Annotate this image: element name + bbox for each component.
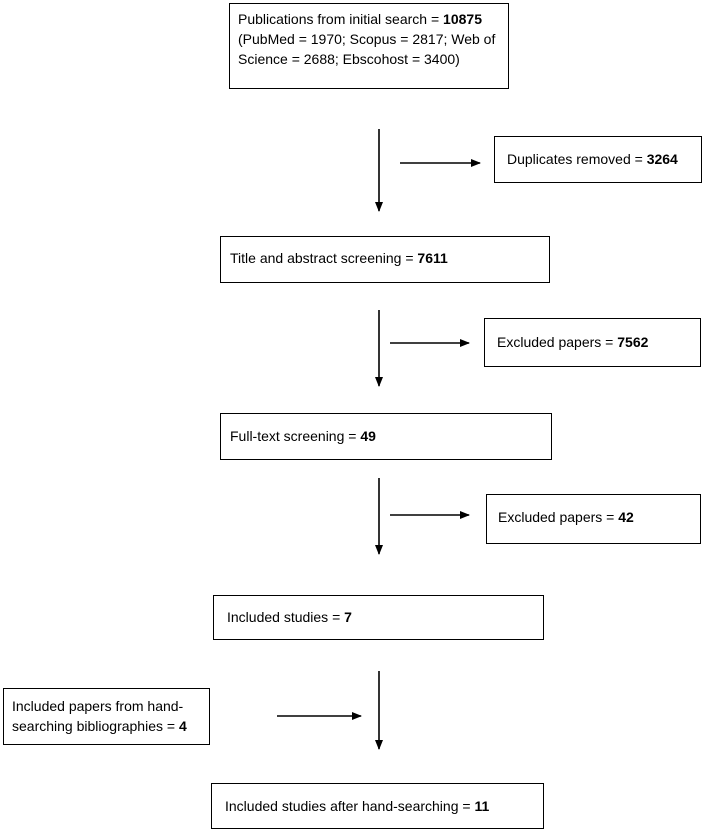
hand-search-box: Included papers from hand-searching bibl… — [3, 688, 210, 745]
full-text-screening-box: Full-text screening = 49 — [220, 413, 552, 460]
final-included-label: Included studies after hand-searching = — [225, 798, 475, 814]
title-abstract-screening-label: Title and abstract screening = — [230, 250, 418, 266]
full-text-screening-label: Full-text screening = — [230, 428, 361, 444]
full-text-screening-count: 49 — [360, 428, 376, 444]
initial-search-label: Publications from initial search = — [238, 11, 444, 27]
excluded-papers-1-count: 7562 — [617, 334, 649, 350]
included-studies-box: Included studies = 7 — [213, 595, 544, 640]
final-included-count: 11 — [474, 798, 490, 814]
excluded-papers-2-label: Excluded papers = — [498, 509, 619, 525]
included-studies-label: Included studies = — [227, 609, 345, 625]
excluded-papers-1-box: Excluded papers = 7562 — [484, 318, 701, 367]
duplicates-removed-box: Duplicates removed = 3264 — [494, 136, 702, 183]
excluded-papers-2-box: Excluded papers = 42 — [486, 494, 701, 544]
hand-search-count: 4 — [178, 718, 187, 734]
initial-search-count: 10875 — [443, 11, 482, 27]
title-abstract-screening-count: 7611 — [417, 250, 448, 266]
excluded-papers-2-count: 42 — [618, 509, 634, 525]
included-studies-count: 7 — [344, 609, 352, 625]
hand-search-label: Included papers from hand-searching bibl… — [12, 698, 184, 734]
initial-search-detail: (PubMed = 1970; Scopus = 2817; Web of Sc… — [238, 31, 496, 67]
duplicates-removed-count: 3264 — [646, 151, 678, 167]
title-abstract-screening-box: Title and abstract screening = 7611 — [220, 236, 550, 283]
duplicates-removed-label: Duplicates removed = — [507, 151, 647, 167]
excluded-papers-1-label: Excluded papers = — [497, 334, 618, 350]
initial-search-box: Publications from initial search = 10875… — [229, 3, 509, 89]
final-included-box: Included studies after hand-searching = … — [211, 783, 544, 829]
